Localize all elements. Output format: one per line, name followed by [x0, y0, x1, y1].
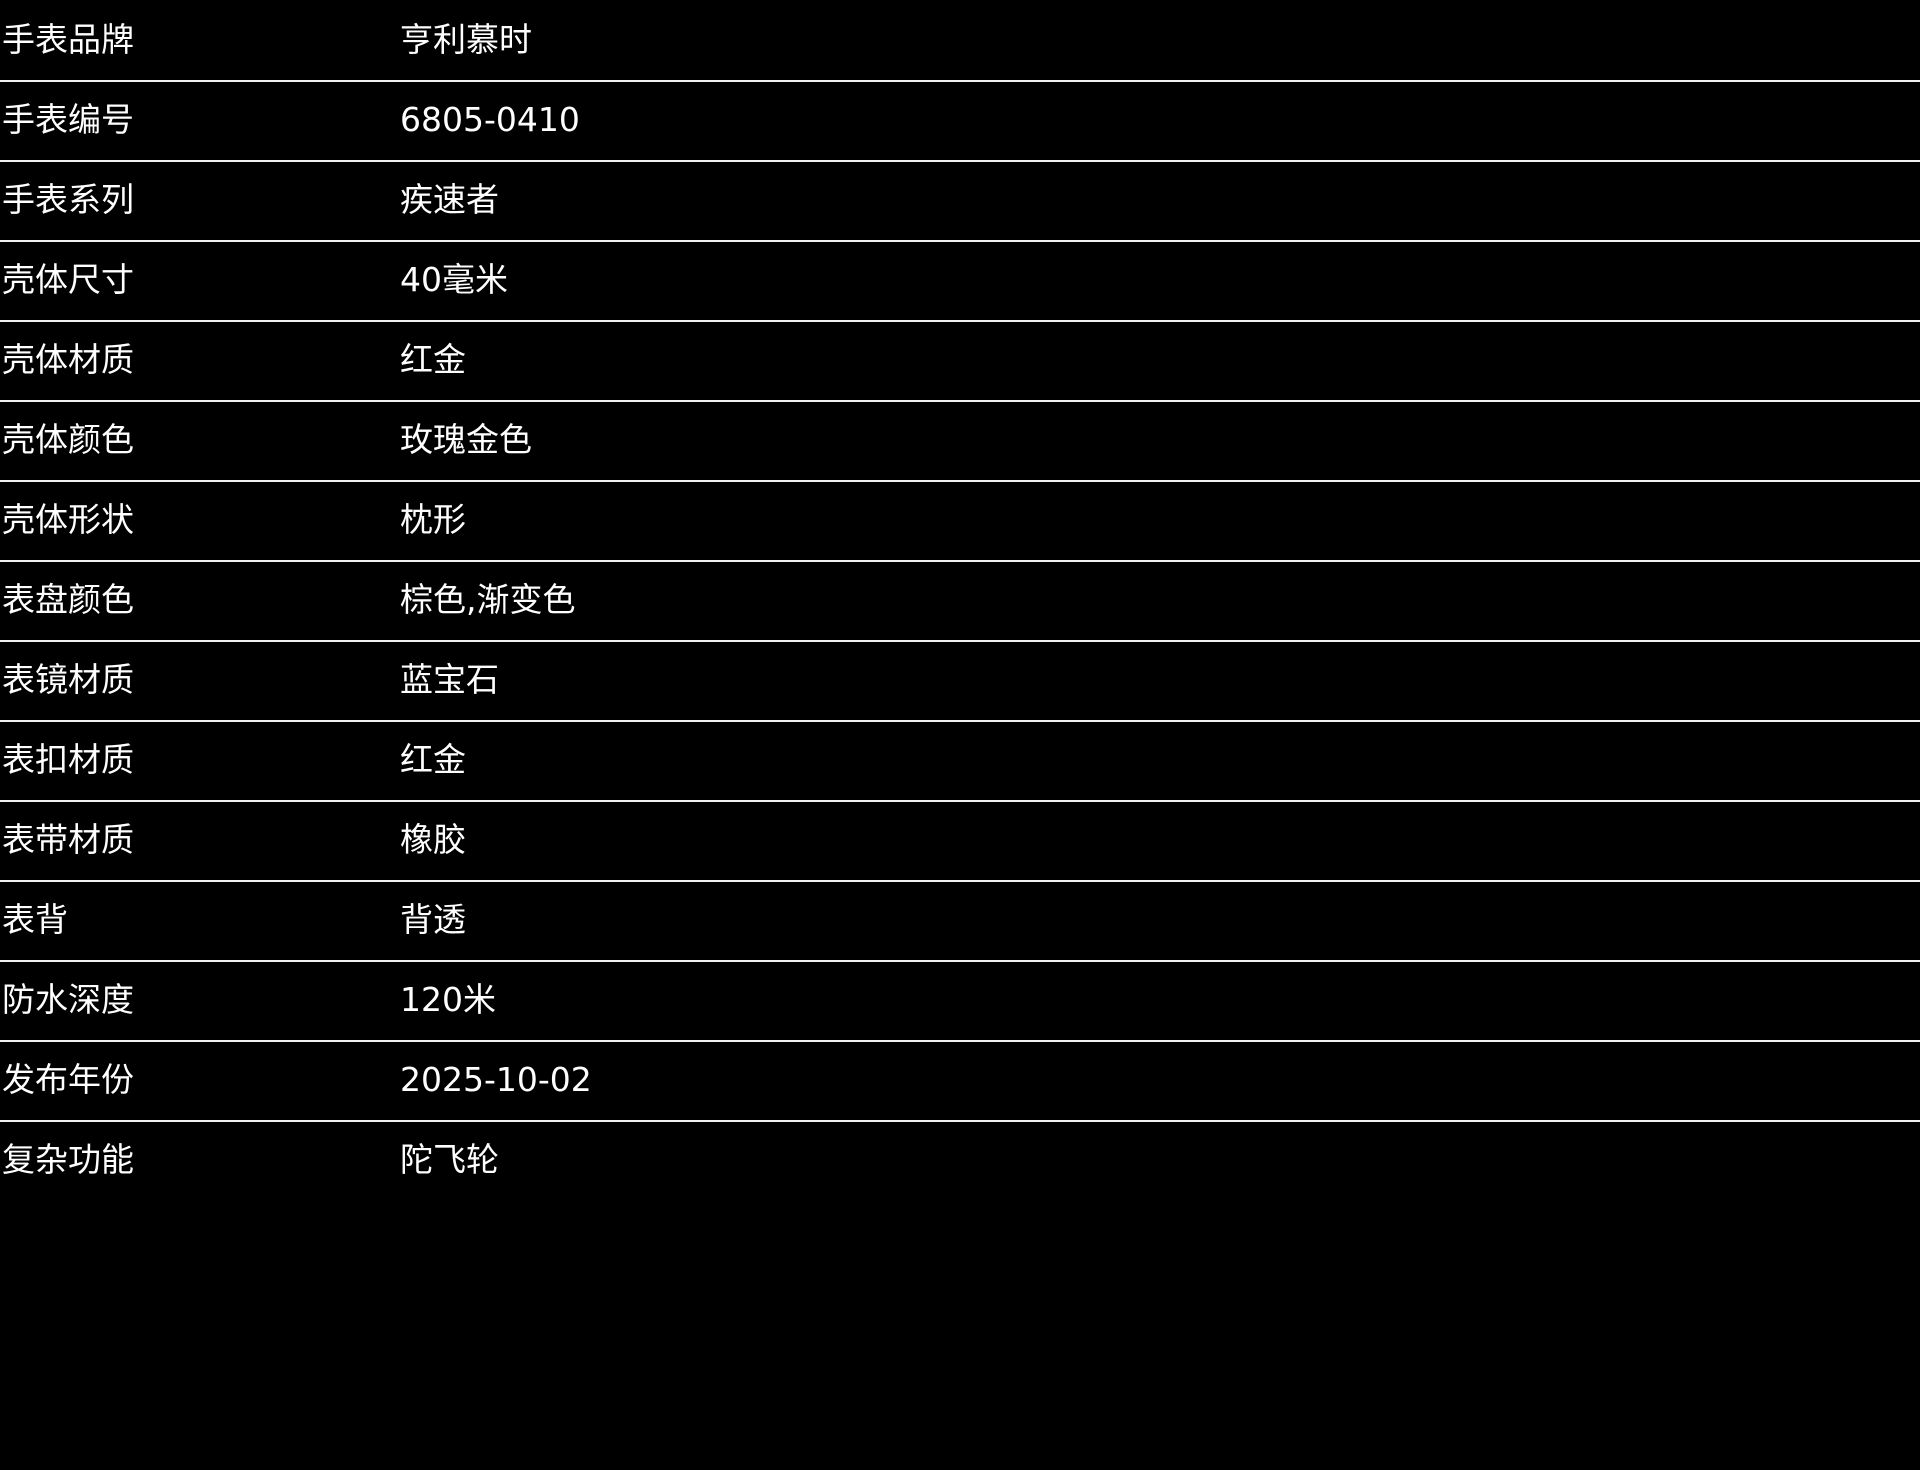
spec-label: 手表系列	[2, 180, 134, 219]
spec-row: 壳体形状 枕形	[0, 480, 1920, 560]
spec-value: 枕形	[400, 500, 466, 539]
spec-row: 表镜材质 蓝宝石	[0, 640, 1920, 720]
spec-label: 壳体尺寸	[2, 260, 134, 299]
spec-value: 2025-10-02	[400, 1060, 592, 1099]
spec-label: 表背	[2, 900, 68, 939]
spec-label: 发布年份	[2, 1060, 134, 1099]
spec-value: 棕色,渐变色	[400, 580, 576, 619]
spec-row: 表盘颜色 棕色,渐变色	[0, 560, 1920, 640]
spec-label: 表盘颜色	[2, 580, 134, 619]
spec-value: 6805-0410	[400, 100, 580, 139]
spec-row: 手表系列 疾速者	[0, 160, 1920, 240]
spec-label: 手表编号	[2, 100, 134, 139]
spec-row: 表背 背透	[0, 880, 1920, 960]
spec-value: 40毫米	[400, 260, 508, 299]
spec-label: 壳体颜色	[2, 420, 134, 459]
spec-row: 表带材质 橡胶	[0, 800, 1920, 880]
spec-row: 表扣材质 红金	[0, 720, 1920, 800]
spec-row: 壳体尺寸 40毫米	[0, 240, 1920, 320]
spec-label: 手表品牌	[2, 20, 134, 59]
spec-label: 壳体形状	[2, 500, 134, 539]
spec-row: 壳体颜色 玫瑰金色	[0, 400, 1920, 480]
spec-label: 防水深度	[2, 980, 134, 1019]
spec-row: 手表品牌 亨利慕时	[0, 0, 1920, 80]
spec-value: 红金	[400, 340, 466, 379]
spec-row: 复杂功能 陀飞轮	[0, 1120, 1920, 1200]
spec-value: 蓝宝石	[400, 660, 499, 699]
watch-spec-table: 手表品牌 亨利慕时手表编号 6805-0410 手表系列 疾速者壳体尺寸 40毫米壳体材质…	[0, 0, 1920, 1200]
spec-row: 发布年份 2025-10-02	[0, 1040, 1920, 1120]
spec-value: 陀飞轮	[400, 1140, 499, 1179]
spec-row: 手表编号 6805-0410	[0, 80, 1920, 160]
spec-value: 红金	[400, 740, 466, 779]
spec-label: 表扣材质	[2, 740, 134, 779]
spec-label: 表带材质	[2, 820, 134, 859]
spec-label: 表镜材质	[2, 660, 134, 699]
spec-row: 防水深度 120米	[0, 960, 1920, 1040]
spec-label: 壳体材质	[2, 340, 134, 379]
spec-value: 玫瑰金色	[400, 420, 532, 459]
spec-value: 亨利慕时	[400, 20, 532, 59]
spec-label: 复杂功能	[2, 1140, 134, 1179]
spec-value: 橡胶	[400, 820, 466, 859]
spec-row: 壳体材质 红金	[0, 320, 1920, 400]
spec-value: 120米	[400, 980, 496, 1019]
spec-value: 背透	[400, 900, 466, 939]
spec-value: 疾速者	[400, 180, 499, 219]
